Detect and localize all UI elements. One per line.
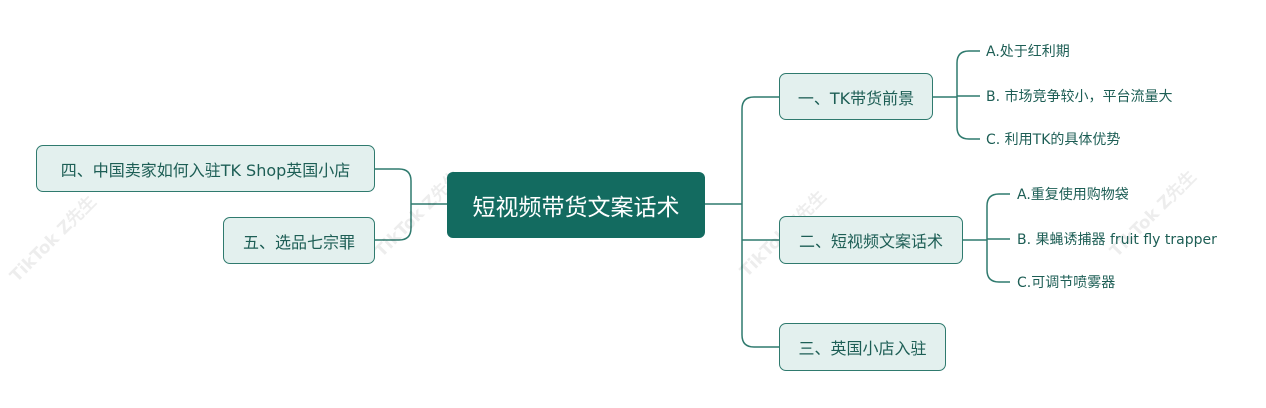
branch-label: 三、英国小店入驻 (798, 339, 927, 358)
leaf-1b[interactable]: B. 市场竞争较小，平台流量大 (986, 89, 1173, 105)
branch-label: 二、短视频文案话术 (798, 232, 943, 251)
branch-label: 一、TK带货前景 (797, 88, 915, 108)
branch-node-5[interactable]: 五、选品七宗罪 (223, 217, 375, 264)
leaf-2a[interactable]: A.重复使用购物袋 (1017, 187, 1129, 203)
leaf-2c[interactable]: C.可调节喷雾器 (1017, 275, 1116, 291)
branch-node-1[interactable]: 一、TK带货前景 (779, 73, 933, 120)
leaf-2b[interactable]: B. 果蝇诱捕器 fruit fly trapper (1017, 232, 1217, 248)
branch-label: 五、选品七宗罪 (242, 232, 355, 252)
root-node[interactable]: 短视频带货文案话术 (447, 172, 705, 238)
branch-node-3[interactable]: 三、英国小店入驻 (779, 323, 946, 371)
branch-node-2[interactable]: 二、短视频文案话术 (779, 216, 963, 264)
leaf-1c[interactable]: C. 利用TK的具体优势 (986, 132, 1121, 148)
root-label: 短视频带货文案话术 (472, 195, 680, 221)
branch-label: 四、中国卖家如何入驻TK Shop英国小店 (60, 160, 351, 180)
branch-node-4[interactable]: 四、中国卖家如何入驻TK Shop英国小店 (36, 145, 375, 192)
leaf-1a[interactable]: A.处于红利期 (986, 44, 1070, 60)
